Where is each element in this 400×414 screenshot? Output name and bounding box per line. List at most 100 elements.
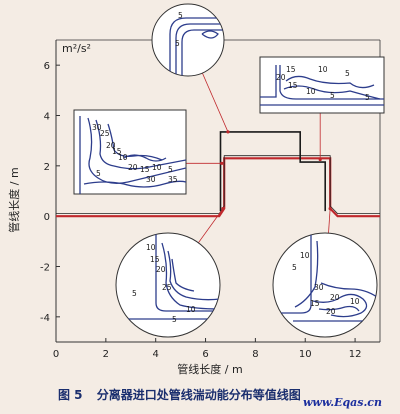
contour-label: 10	[146, 243, 156, 252]
y-axis-label: 管线长度 / m	[7, 167, 21, 232]
contour-line	[175, 23, 224, 76]
contour-label: 10	[306, 87, 316, 96]
figure-number: 图 5	[58, 388, 83, 402]
contour-label: 15	[140, 165, 150, 174]
contour-label: 10	[300, 251, 310, 260]
contour-line	[83, 180, 186, 188]
contour-line	[312, 293, 368, 318]
figure-title: 分离器进口处管线湍动能分布等值线图	[96, 388, 301, 402]
contour-label: 30	[146, 175, 156, 184]
inset-leaders	[186, 72, 332, 244]
y-tick-label: -4	[40, 313, 50, 324]
pipe-line	[56, 157, 380, 218]
unit-label: m²/s²	[62, 42, 91, 55]
contour-line	[260, 65, 277, 98]
contour-line	[169, 17, 224, 76]
x-tick-label: 8	[252, 349, 258, 360]
contour-label: 25	[162, 283, 172, 292]
x-tick-label: 0	[53, 349, 59, 360]
contour-line	[155, 233, 220, 312]
contour-line	[107, 123, 163, 161]
contour-label: 5	[175, 39, 180, 48]
y-tick-label: 0	[44, 212, 50, 223]
contour-line	[95, 119, 186, 170]
y-tick-label: -2	[40, 263, 50, 274]
inset-frame	[259, 56, 385, 114]
contour-label: 20	[106, 141, 116, 150]
contour-line	[285, 75, 375, 89]
contour-label: 30	[92, 123, 102, 132]
contour-label: 5	[132, 289, 137, 298]
contour-label: 5	[178, 11, 183, 20]
contour-label: 5	[345, 69, 350, 78]
contour-label: 20	[276, 73, 286, 82]
contour-label: 5	[168, 165, 173, 174]
contour-line	[87, 117, 186, 184]
contour-label: 35	[168, 175, 178, 184]
contour-inset-top: 55	[151, 3, 225, 77]
contour-line	[201, 30, 219, 39]
contour-label: 5	[172, 315, 177, 324]
contour-line	[283, 85, 381, 100]
y-tick-label: 6	[44, 61, 50, 72]
inset-target-dot	[221, 207, 225, 211]
x-tick-label: 10	[299, 349, 312, 360]
contour-label: 15	[288, 81, 298, 90]
inset-body: 55	[169, 11, 224, 76]
contour-label: 5	[330, 91, 335, 100]
contour-label: 30	[314, 283, 324, 292]
figure-caption: 图 5 分离器进口处管线湍动能分布等值线图	[58, 386, 301, 403]
contour-label: 20	[156, 265, 166, 274]
contour-line	[123, 154, 167, 162]
contour-line	[171, 258, 195, 292]
contour-line	[320, 282, 377, 298]
inset-leader	[198, 208, 224, 244]
contour-label: 20	[128, 163, 138, 172]
inset-leader	[201, 72, 229, 133]
contour-label: 5	[365, 93, 370, 102]
contour-label: 10	[118, 153, 128, 162]
contour-label: 20	[330, 293, 340, 302]
contour-label: 10	[152, 163, 162, 172]
contour-line	[161, 242, 220, 310]
inset-target-dot	[318, 157, 322, 162]
contour-label: 15	[286, 65, 296, 74]
contour-line	[167, 250, 220, 301]
watermark: www.Eqas.cn	[302, 396, 382, 409]
contour-line	[279, 65, 384, 100]
contour-label: 20	[326, 307, 336, 316]
contour-line	[273, 233, 312, 314]
contour-label: 25	[100, 129, 110, 138]
contour-line	[294, 240, 319, 308]
x-axis-label: 管线长度 / m	[177, 362, 242, 376]
contour-line	[181, 29, 224, 76]
x-tick-label: 4	[153, 349, 159, 360]
x-tick-label: 6	[202, 349, 208, 360]
y-tick-label: 4	[44, 112, 50, 123]
inset-leader	[328, 208, 331, 234]
contour-label: 15	[310, 299, 320, 308]
inset-frame	[151, 3, 225, 77]
contour-label: 10	[350, 297, 360, 306]
contour-label: 10	[186, 305, 196, 314]
contour-label: 5	[292, 263, 297, 272]
inset-target-dot	[226, 130, 230, 134]
inset-frame	[73, 109, 187, 195]
pipe-line	[219, 131, 327, 212]
x-tick-label: 2	[103, 349, 109, 360]
contour-label: 10	[318, 65, 328, 74]
inset-target-dot	[220, 161, 224, 165]
contour-label: 5	[96, 169, 101, 178]
inset-target-dot	[328, 207, 332, 211]
contour-label: 15	[150, 255, 160, 264]
